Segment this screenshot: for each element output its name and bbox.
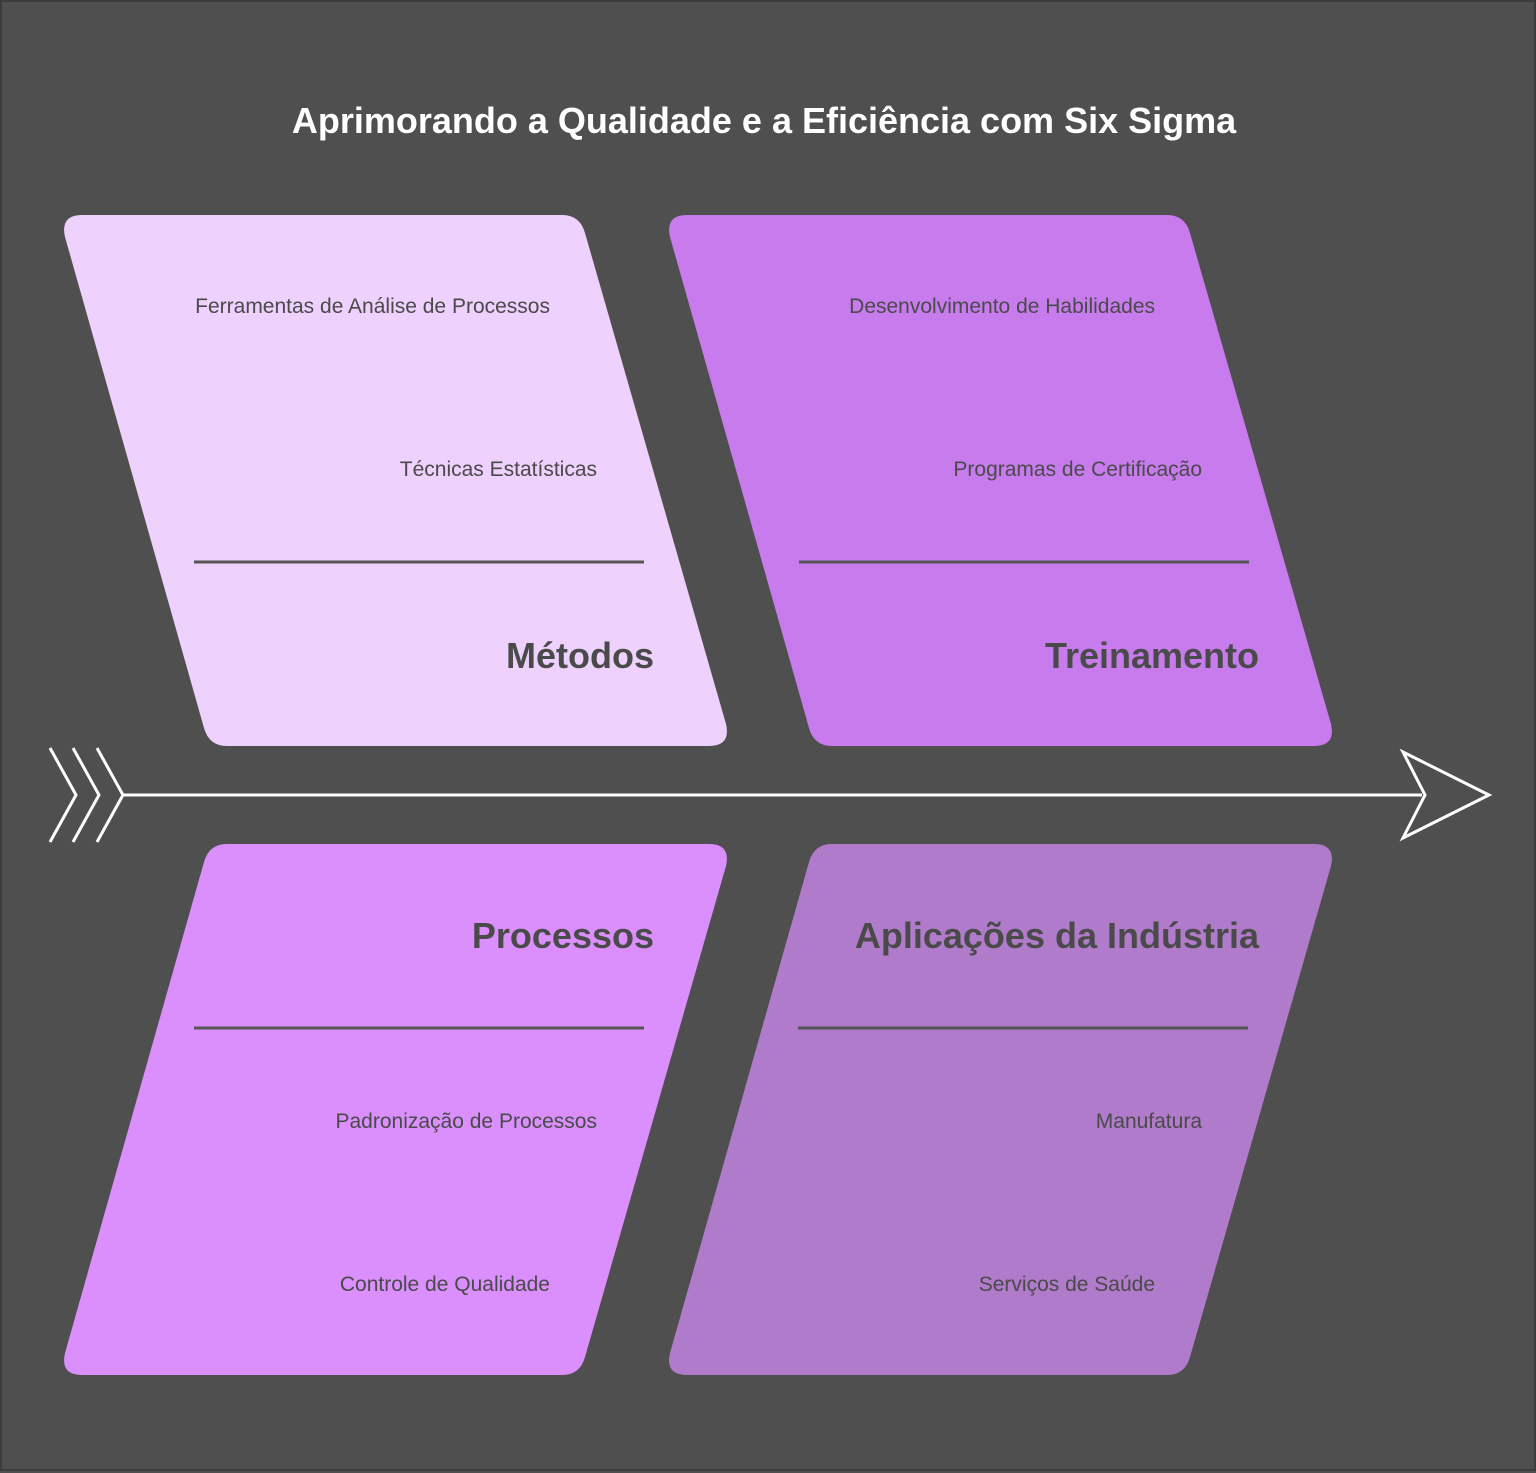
spine-arrowhead-icon [1399, 748, 1493, 842]
spine-arrow [48, 747, 1493, 843]
category-aplicacoes-shape [669, 844, 1332, 1375]
item-text: Programas de Certificação [953, 458, 1202, 481]
spine-tail-chevron [71, 747, 101, 843]
category-metodos: Ferramentas de Análise de Processos Técn… [64, 215, 727, 746]
category-processos: Processos Padronização de Processos Cont… [64, 844, 727, 1375]
item-text: Ferramentas de Análise de Processos [195, 295, 550, 318]
category-title: Aplicações da Indústria [855, 915, 1260, 956]
category-aplicacoes: Aplicações da Indústria Manufatura Servi… [669, 844, 1332, 1375]
item-text: Serviços de Saúde [979, 1273, 1155, 1296]
item-text: Técnicas Estatísticas [400, 458, 597, 481]
spine-tail-chevron [48, 747, 78, 843]
category-treinamento-shape [669, 215, 1332, 746]
category-title: Treinamento [1045, 635, 1259, 676]
item-text: Desenvolvimento de Habilidades [849, 295, 1155, 318]
item-text: Padronização de Processos [336, 1110, 598, 1133]
item-text: Controle de Qualidade [340, 1273, 550, 1296]
category-title: Métodos [506, 635, 654, 676]
item-text: Manufatura [1096, 1110, 1203, 1133]
category-processos-shape [64, 844, 727, 1375]
category-treinamento: Desenvolvimento de Habilidades Programas… [669, 215, 1332, 746]
category-metodos-shape [64, 215, 727, 746]
diagram-title: Aprimorando a Qualidade e a Eficiência c… [292, 100, 1237, 141]
category-title: Processos [472, 915, 654, 956]
spine-tail-chevron [95, 747, 125, 843]
